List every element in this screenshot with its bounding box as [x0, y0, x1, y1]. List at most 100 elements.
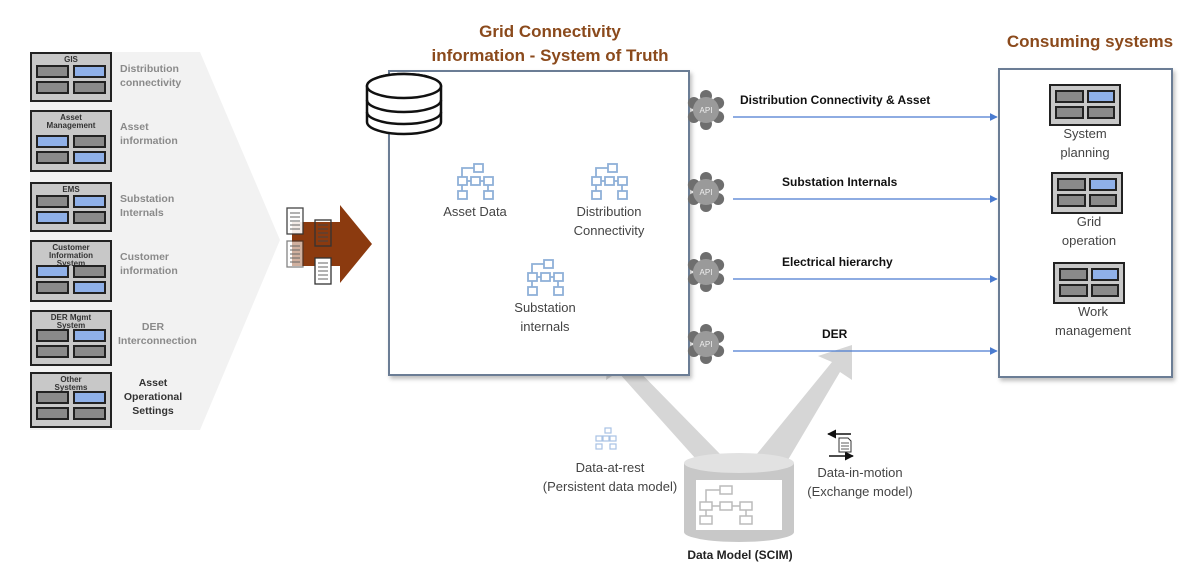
window-pane: [73, 329, 106, 342]
window-pane: [73, 151, 106, 164]
consuming-systems-heading: Consuming systems: [1006, 32, 1174, 51]
flow-label: Substation Internals: [782, 175, 898, 189]
window-pane: [36, 81, 69, 94]
data-in-motion-icon: [827, 429, 854, 461]
label-line: (Persistent data model): [542, 479, 678, 494]
window-pane: [1086, 106, 1115, 119]
data-domain-item: Asset Data: [420, 162, 530, 221]
database-icon: [365, 72, 443, 136]
data-in-motion-label: Data-in-motion (Exchange model): [790, 463, 930, 501]
window-pane: [1088, 194, 1117, 207]
system-window-icon: [36, 265, 106, 294]
api-gear-icon: API: [687, 252, 725, 292]
ingest-arrow: [292, 205, 372, 283]
label-line: Data-at-rest: [575, 460, 645, 475]
document-icon: [314, 219, 332, 247]
label-line: Internals: [120, 207, 164, 219]
name-line: DER Mgmt: [50, 313, 92, 322]
hierarchy-tree-icon: [457, 163, 494, 200]
window-pane: [36, 211, 69, 224]
label-line: connectivity: [120, 77, 182, 89]
window-pane: [73, 265, 106, 278]
flow-label: Distribution Connectivity & Asset: [740, 93, 931, 107]
data-model-cylinder-icon: [684, 453, 794, 542]
data-model-arrow-right: [752, 345, 852, 470]
window-pane: [73, 281, 106, 294]
window-pane: [1059, 284, 1088, 297]
name-line: Other: [60, 375, 82, 384]
name-line: Management: [46, 121, 96, 130]
name-line: System: [56, 259, 86, 268]
consuming-system-window-icon: [1053, 262, 1125, 304]
label-line: Asset: [120, 121, 149, 133]
window-pane: [36, 135, 69, 148]
flow-label: Electrical hierarchy: [782, 255, 893, 269]
label-line: Distribution: [576, 204, 642, 219]
window-grid: [1057, 178, 1117, 207]
window-pane: [1086, 90, 1115, 103]
api-gear-icon: API: [687, 172, 725, 212]
window-pane: [36, 345, 69, 358]
window-pane: [36, 329, 69, 342]
consuming-system-window-icon: [1051, 172, 1123, 214]
source-system-name: GIS: [32, 54, 110, 64]
label-line: planning: [1060, 145, 1110, 160]
window-pane: [1057, 194, 1086, 207]
window-grid: [1055, 90, 1115, 119]
hierarchy-tree-icon: [591, 163, 628, 200]
heading-line: information - System of Truth: [431, 46, 669, 65]
name-line: Systems: [54, 383, 88, 392]
window-pane: [1055, 106, 1084, 119]
consuming-system-window-icon: [1049, 84, 1121, 126]
window-pane: [73, 345, 106, 358]
name-line: EMS: [62, 185, 80, 194]
window-pane: [73, 211, 106, 224]
system-window-icon: [36, 65, 106, 94]
window-pane: [1055, 90, 1084, 103]
window-pane: [36, 391, 69, 404]
window-pane: [1057, 178, 1086, 191]
window-pane: [73, 407, 106, 420]
label-line: (Exchange model): [807, 484, 913, 499]
name-line: Asset: [60, 113, 82, 122]
heading-line: Grid Connectivity: [479, 22, 621, 41]
data-at-rest-label: Data-at-rest (Persistent data model): [540, 458, 680, 496]
window-pane: [73, 135, 106, 148]
api-gear-icon: API: [687, 324, 725, 364]
window-pane: [36, 65, 69, 78]
window-pane: [1090, 268, 1119, 281]
api-badge-text: API: [700, 340, 713, 349]
data-at-rest-tree-icon: [595, 427, 617, 450]
window-pane: [36, 195, 69, 208]
name-line: Information: [49, 251, 93, 260]
label-line: management: [1055, 323, 1131, 338]
label-line: Asset Data: [443, 204, 507, 219]
source-system-name: EMS: [32, 184, 110, 194]
window-pane: [36, 407, 69, 420]
name-line: GIS: [64, 55, 78, 64]
name-line: System: [56, 321, 86, 330]
label-line: Substation: [120, 193, 175, 205]
window-pane: [73, 65, 106, 78]
document-icon: [314, 257, 332, 285]
source-system-gis: GIS: [30, 52, 112, 102]
source-system-ems: EMS: [30, 182, 112, 232]
api-gear-icon: API: [687, 90, 725, 130]
system-window-icon: [36, 195, 106, 224]
